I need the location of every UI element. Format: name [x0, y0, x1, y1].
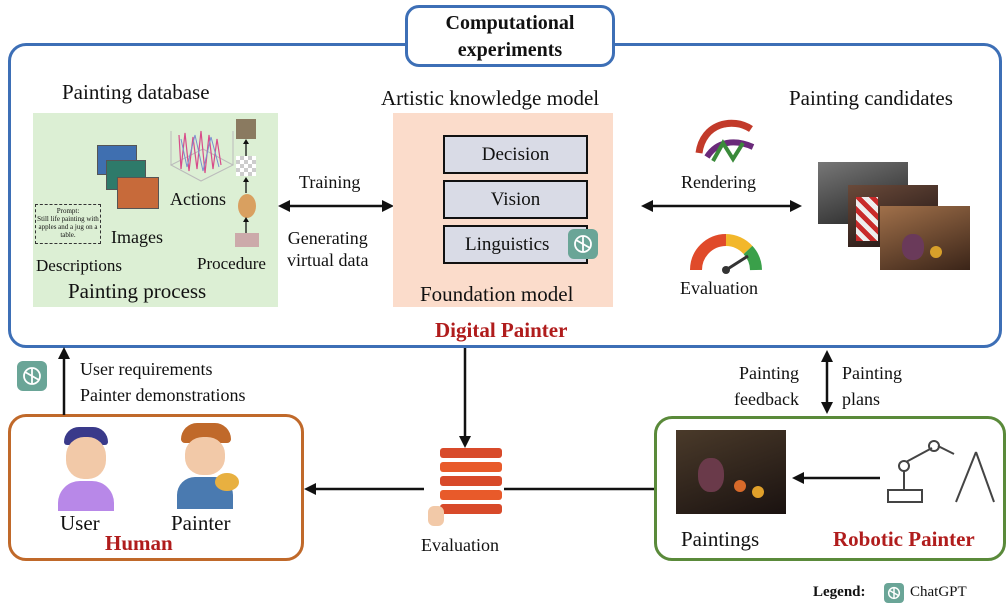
- candidate-painting-3: [880, 206, 970, 270]
- evaluation-gauge-icon: [690, 234, 762, 274]
- actions-label: Actions: [170, 189, 226, 209]
- images-stack: [97, 145, 159, 215]
- actions-plot: [169, 130, 235, 182]
- painter-label: Painter: [171, 511, 231, 535]
- linguistics-layer: Linguistics: [443, 225, 588, 264]
- generating-virtual-data-label: Generating virtual data: [287, 228, 369, 270]
- chatgpt-icon: [568, 229, 598, 259]
- rendering-icon: [695, 119, 755, 163]
- decision-layer: Decision: [443, 135, 588, 174]
- procedure-arrows: [243, 139, 249, 233]
- robotic-painter-frame: [654, 416, 1006, 561]
- procedure-label: Procedure: [197, 254, 266, 273]
- user-requirements-label: User requirements: [80, 359, 213, 379]
- evaluation-label-top: Evaluation: [680, 278, 758, 298]
- vision-layer: Vision: [443, 180, 588, 219]
- painting-feedback-label: Painting feedback: [734, 363, 799, 409]
- chatgpt-icon-left: [17, 361, 47, 391]
- procedure-step-3: [238, 194, 256, 218]
- digital-to-evaluation-arrow: [459, 348, 471, 448]
- training-label: Training: [299, 172, 361, 192]
- title-text: Computational experiments: [445, 12, 575, 61]
- digital-painter-label: Digital Painter: [435, 318, 568, 342]
- paintings-label: Paintings: [681, 527, 760, 551]
- user-label: User: [60, 511, 100, 535]
- painting-database-panel: [33, 113, 278, 307]
- rendering-label: Rendering: [681, 172, 756, 192]
- robotic-painter-label: Robotic Painter: [833, 527, 975, 551]
- training-arrow: [278, 200, 394, 212]
- evaluation-label-bottom: Evaluation: [421, 535, 499, 555]
- user-avatar: [58, 427, 116, 511]
- user-requirements-arrow: [58, 347, 70, 415]
- paintings-image: [676, 430, 786, 514]
- procedure-step-1: [236, 119, 256, 139]
- procedure-step-4: [235, 233, 259, 247]
- images-label: Images: [111, 227, 163, 247]
- descriptions-label: Descriptions: [36, 256, 122, 275]
- legend-label: Legend: [813, 584, 861, 600]
- painter-demonstrations-label: Painter demonstrations: [80, 385, 246, 405]
- rendering-arrow: [641, 200, 802, 212]
- painting-candidates-heading: Painting candidates: [789, 86, 953, 110]
- legend-chatgpt-icon: [884, 583, 904, 603]
- robot-to-paintings-arrow: [792, 472, 880, 484]
- robot-to-evaluation-line: [504, 487, 654, 491]
- painting-process-label: Painting process: [68, 279, 207, 303]
- human-label: Human: [105, 531, 173, 555]
- artistic-knowledge-model-heading: Artistic knowledge model: [381, 86, 600, 110]
- legend-chatgpt-label: ChatGPT: [910, 584, 967, 600]
- procedure-step-2: [236, 156, 256, 176]
- foundation-model-label: Foundation model: [420, 282, 574, 306]
- painting-database-heading: Painting database: [62, 80, 210, 104]
- painting-plans-label: Painting plans: [842, 363, 903, 409]
- prompt-box: Prompt: Still life painting with apples …: [35, 204, 101, 244]
- rating-icon: [428, 448, 504, 528]
- robotic-arm-icon: [887, 440, 995, 503]
- human-frame: [8, 414, 304, 561]
- evaluation-to-human-arrow: [304, 483, 424, 495]
- feedback-plans-arrow: [821, 350, 833, 414]
- painter-avatar: [169, 423, 241, 511]
- computational-experiments-title: Computational experiments: [405, 5, 615, 67]
